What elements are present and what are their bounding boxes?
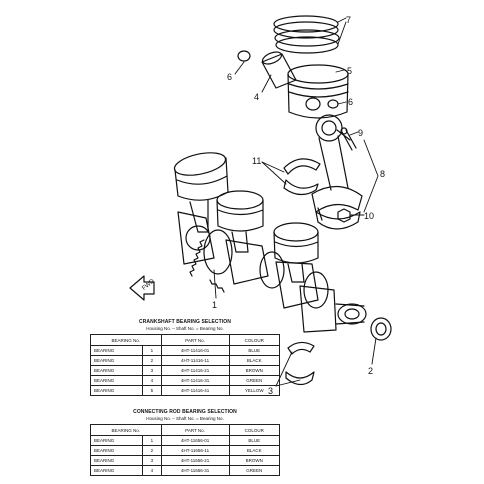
piston-assembly-2 xyxy=(216,190,264,253)
bearing-label: BEARING xyxy=(89,385,144,396)
table-row: BEARING 4 4HT-11416-31 GREEN xyxy=(89,375,281,386)
callout-6-left: 6 xyxy=(227,72,232,82)
callout-6-right: 6 xyxy=(348,97,353,107)
table-row: BEARING 4 4HT-11656-31 GREEN xyxy=(89,465,281,476)
column-header: PART No. xyxy=(160,334,230,346)
circlip-right xyxy=(327,99,339,109)
piston-top xyxy=(287,64,349,119)
callout-numbers: 7 5 6 4 6 9 8 10 11 1 2 3 xyxy=(212,15,385,396)
leader-lines xyxy=(213,17,379,387)
part-number: 4HT-11416-41 xyxy=(160,385,230,396)
table-row: BEARING 3 4HT-11656-21 BROWN xyxy=(89,455,281,466)
crank-bearing-table: BEARING No. PART No. COLOUR BEARING 1 4H… xyxy=(89,334,281,396)
callout-5: 5 xyxy=(347,66,352,76)
callout-8: 8 xyxy=(380,169,385,179)
colour: BLACK xyxy=(228,355,281,366)
piston-rings xyxy=(273,15,340,54)
callout-2: 2 xyxy=(368,366,373,376)
main-bearing-shells xyxy=(285,341,315,386)
colour: YELLOW xyxy=(228,385,281,396)
bearing-number: 3 xyxy=(142,455,162,466)
colour: BLUE xyxy=(228,435,281,446)
rod-bearing-shells-upper xyxy=(283,158,321,196)
part-number: 4HT-11416-31 xyxy=(160,375,230,386)
bearing-label: BEARING xyxy=(89,355,144,366)
callout-7: 7 xyxy=(346,15,351,25)
bearing-label: BEARING xyxy=(89,365,144,376)
crankshaft xyxy=(177,211,367,333)
bearing-number: 5 xyxy=(142,385,162,396)
column-header: COLOUR xyxy=(228,424,281,436)
column-header: BEARING No. xyxy=(90,424,162,436)
bearing-label: BEARING xyxy=(89,435,144,446)
table-row: BEARING 3 4HT-11416-21 BROWN xyxy=(89,365,281,376)
table-header-row: BEARING No. PART No. COLOUR xyxy=(90,334,281,346)
column-header: COLOUR xyxy=(228,334,281,346)
part-number: 4HT-11656-01 xyxy=(160,435,230,446)
part-number: 4HT-11416-01 xyxy=(160,345,230,356)
crank-table-subtitle: Housing No. – Shaft No. = Bearing No. xyxy=(146,326,224,331)
callout-9: 9 xyxy=(358,128,363,138)
bearing-label: BEARING xyxy=(89,375,144,386)
bearing-label: BEARING xyxy=(89,465,144,476)
bearing-number: 2 xyxy=(142,445,162,456)
callout-11: 11 xyxy=(252,156,261,166)
table-header-row: BEARING No. PART No. COLOUR xyxy=(90,424,281,436)
circlip-left xyxy=(237,50,251,62)
table-row: BEARING 2 4HT-11656-11 BLACK xyxy=(89,445,281,456)
part-number: 4HT-11656-11 xyxy=(160,445,230,456)
crank-table-title: CRANKSHAFT BEARING SELECTION xyxy=(139,319,231,325)
forward-arrow xyxy=(129,275,155,301)
colour: BLUE xyxy=(228,345,281,356)
bearing-number: 3 xyxy=(142,365,162,376)
bearing-label: BEARING xyxy=(89,455,144,466)
table-row: BEARING 1 4HT-11656-01 BLUE xyxy=(89,435,281,446)
colour: BROWN xyxy=(228,455,281,466)
part-number: 4HT-11656-21 xyxy=(160,455,230,466)
colour: GREEN xyxy=(228,465,281,476)
rod-bearing-table: BEARING No. PART No. COLOUR BEARING 1 4H… xyxy=(89,424,281,476)
colour: BROWN xyxy=(228,365,281,376)
table-row: BEARING 5 4HT-11416-41 YELLOW xyxy=(89,385,281,396)
connecting-rod xyxy=(311,114,363,230)
callout-4: 4 xyxy=(254,92,259,102)
colour: GREEN xyxy=(228,375,281,386)
bearing-label: BEARING xyxy=(89,445,144,456)
rod-table-title: CONNECTING ROD BEARING SELECTION xyxy=(133,409,237,415)
oil-seal xyxy=(370,317,392,341)
rod-table-subtitle: Housing No. – Shaft No. = Bearing No. xyxy=(146,416,224,421)
table-row: BEARING 1 4HT-11416-01 BLUE xyxy=(89,345,281,356)
column-header: BEARING No. xyxy=(90,334,162,346)
conrod-bolt xyxy=(340,127,357,151)
bearing-number: 4 xyxy=(142,465,162,476)
part-number: 4HT-11656-31 xyxy=(160,465,230,476)
bearing-label: BEARING xyxy=(89,345,144,356)
bearing-number: 4 xyxy=(142,375,162,386)
colour: BLACK xyxy=(228,445,281,456)
callout-10: 10 xyxy=(364,211,374,221)
callout-1: 1 xyxy=(212,300,217,310)
part-number: 4HT-11416-11 xyxy=(160,355,230,366)
piston-pin xyxy=(261,51,297,89)
bearing-number: 1 xyxy=(142,345,162,356)
bearing-number: 1 xyxy=(142,435,162,446)
conrod-nut xyxy=(337,208,351,223)
part-number: 4HT-11416-21 xyxy=(160,365,230,376)
bearing-number: 2 xyxy=(142,355,162,366)
table-row: BEARING 2 4HT-11416-11 BLACK xyxy=(89,355,281,366)
column-header: PART No. xyxy=(160,424,230,436)
